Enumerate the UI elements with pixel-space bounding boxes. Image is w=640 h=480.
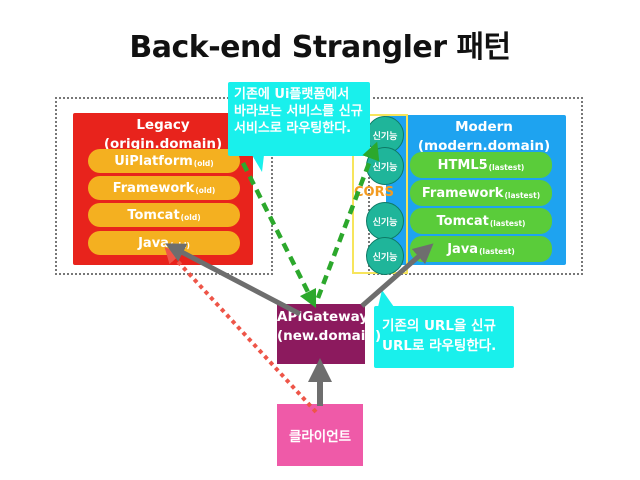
client-to-legacy-dotted-arrow xyxy=(164,247,318,414)
note-bottom-pointer xyxy=(378,290,394,307)
client-label: 클라이언트 xyxy=(288,429,352,445)
modern-item-sub: (lastest) xyxy=(479,247,515,256)
legacy-item-framework: Framework(old) xyxy=(88,176,240,200)
legacy-item-label: UiPlatform xyxy=(114,153,193,169)
routing-note-bottom: 기존의 URL을 신규 URL로 라우팅한다. xyxy=(374,306,514,368)
modern-item-label: Tomcat xyxy=(436,213,489,229)
legacy-item-sub: (old) xyxy=(193,159,214,168)
legacy-item-sub: (old) xyxy=(195,186,216,195)
legacy-title: Legacy (origin.domain) xyxy=(73,113,253,154)
modern-item-label: Framework xyxy=(421,185,504,201)
legacy-item-label: Java xyxy=(138,235,169,251)
page-title: Back-end Strangler 패턴 xyxy=(129,30,511,65)
modern-item-label: HTML5 xyxy=(437,157,488,173)
gateway-to-legacy-arrow xyxy=(165,243,302,317)
modern-item-framework: Framework(lastest) xyxy=(410,180,552,206)
legacy-item-uiplatform: UiPlatform(old) xyxy=(88,149,240,173)
client-box: 클라이언트 xyxy=(277,404,363,466)
modern-item-label: Java xyxy=(447,241,479,257)
gateway-to-modern-arrow xyxy=(360,243,434,308)
legacy-item-label: Tomcat xyxy=(127,207,180,223)
legacy-item-java: Java(old) xyxy=(88,231,240,255)
modern-group-outline xyxy=(368,97,583,275)
modern-item-tomcat: Tomcat(lastest) xyxy=(410,208,552,234)
legacy-group-outline xyxy=(55,97,273,275)
modern-item-sub: (lastest) xyxy=(488,163,525,172)
legacy-item-sub: (old) xyxy=(180,213,201,222)
modern-item-sub: (lastest) xyxy=(489,219,526,228)
cors-label: CORS xyxy=(354,185,394,200)
modern-item-html5: HTML5(lastest) xyxy=(410,152,552,178)
legacy-item-label: Framework xyxy=(112,180,195,196)
modern-domain: (modern.domain) xyxy=(417,138,551,154)
note-top-pointer xyxy=(252,155,264,172)
legacy-domain: (origin.domain) xyxy=(103,136,223,152)
gateway-to-new-feature-dashed-arrow xyxy=(315,141,380,299)
legacy-item-tomcat: Tomcat(old) xyxy=(88,203,240,227)
uiplatform-to-gateway-dashed-arrow xyxy=(240,161,317,309)
new-feature-node: 신기능 xyxy=(366,237,404,275)
modern-item-sub: (lastest) xyxy=(504,191,541,200)
modern-title: Modern (modern.domain) xyxy=(386,115,566,156)
legacy-name: Legacy xyxy=(136,117,190,133)
modern-name: Modern xyxy=(455,119,513,135)
routing-note-top: 기존에 Ui플랫폼에서 바라보는 서비스를 신규 서비스로 라우팅한다. xyxy=(228,82,370,156)
modern-item-java: Java(lastest) xyxy=(410,236,552,262)
